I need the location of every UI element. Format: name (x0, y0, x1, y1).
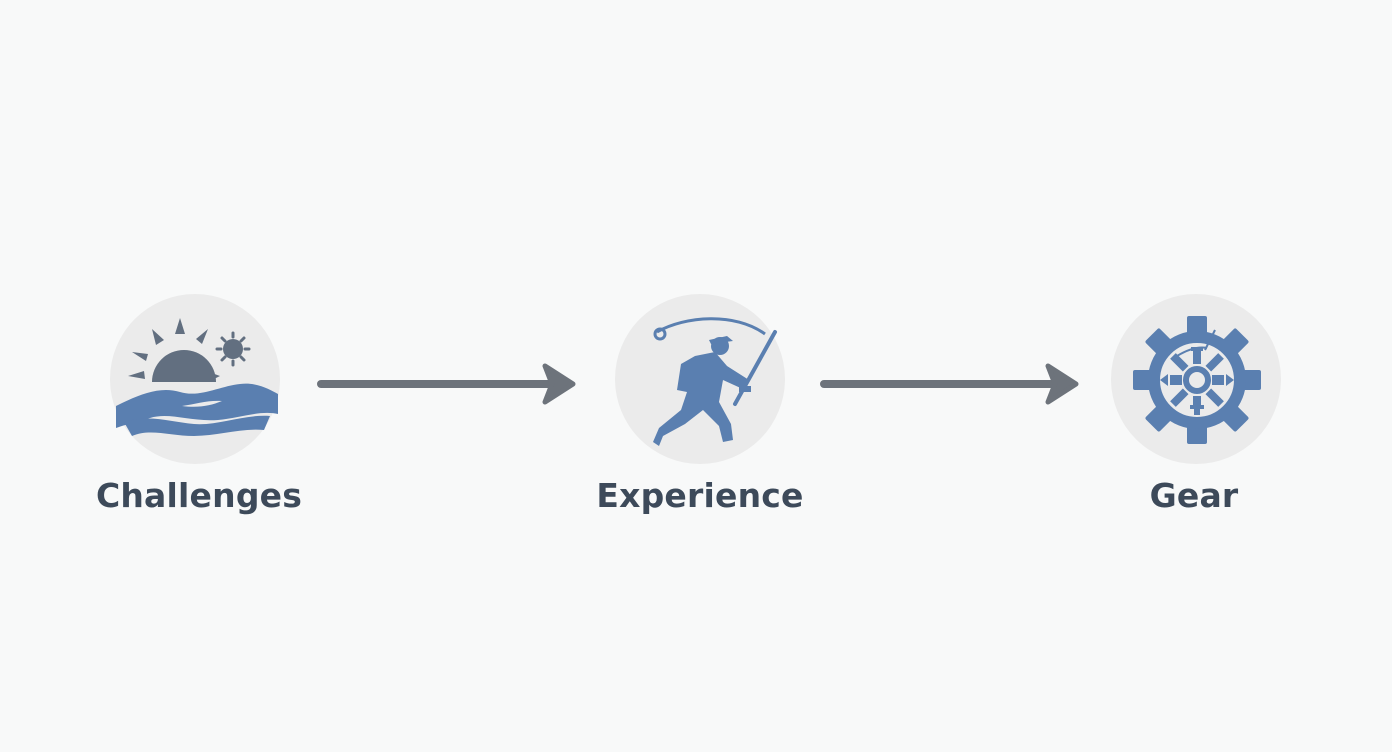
arrow-experience-to-gear (820, 363, 1079, 405)
sun-over-waves-icon (116, 318, 278, 436)
angler-with-rod-icon (653, 317, 777, 446)
node-label-challenges: Challenges (95, 476, 303, 515)
gear-icon-circle (1111, 294, 1281, 464)
challenges-icon-circle (110, 294, 280, 464)
experience-icon-circle (615, 294, 785, 464)
node-label-gear: Gear (1149, 476, 1239, 515)
node-label-experience: Experience (596, 476, 804, 515)
gear-wheel-with-tools-icon (1133, 316, 1261, 444)
arrow-challenges-to-experience (317, 363, 576, 405)
